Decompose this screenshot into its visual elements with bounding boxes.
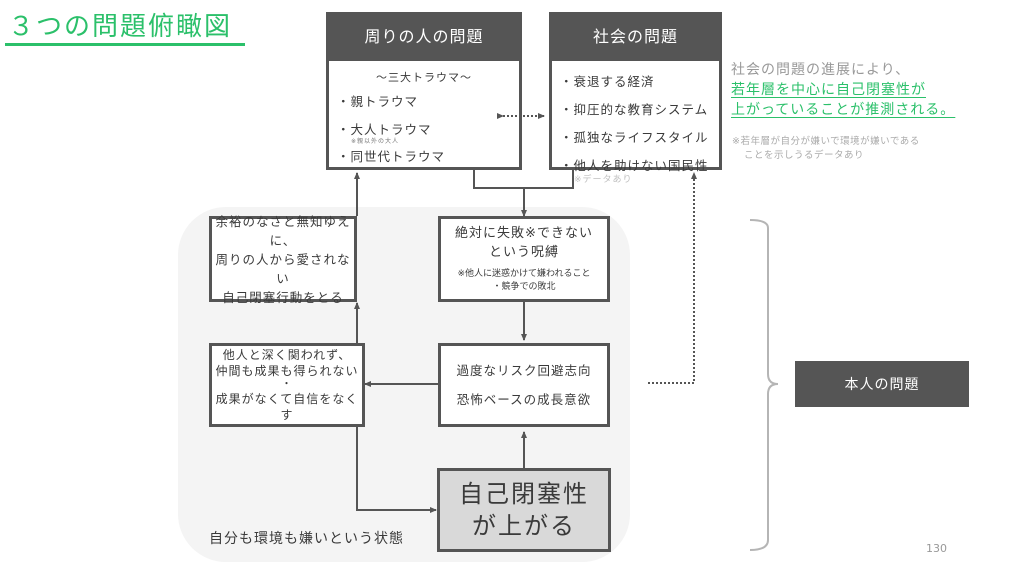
brace-icon [749,219,779,551]
title-underline [5,43,245,46]
list-item: ・抑圧的な教育システム [560,102,709,117]
list-item: ・孤独なライフスタイル [560,130,709,145]
box-text: 余裕のなさと無知ゆえに、 [215,213,351,248]
list-item: ・他人を助けない国民性 [560,158,709,173]
others-problem-header: 周りの人の問題 [326,12,522,58]
box-text: 絶対に失敗※できない [455,226,593,241]
others-problem-box: ～三大トラウマ～ ・親トラウマ ・大人トラウマ ※親以外の大人 ・同世代トラウマ [326,58,522,170]
page-title: ３つの問題俯瞰図 [8,12,233,42]
result-box: 自己閉塞性 が上がる [437,468,611,552]
society-problem-header: 社会の問題 [549,12,722,58]
box-note: ・競争での敗北 [492,282,556,292]
dotted-link-risk-to-society [648,172,697,384]
arrow-isolation-to-result [356,427,437,513]
society-problem-box: ・衰退する経済 ・抑圧的な教育システム ・孤独なライフスタイル ・他人を助けない… [549,58,722,185]
list-item-note: ※親以外の大人 [351,138,400,145]
result-text: 自己閉塞性 [459,480,589,508]
state-label: 自分も環境も嫌いという状態 [209,531,404,547]
list-item: ・大人トラウマ [337,122,432,137]
page-number: 130 [926,542,947,555]
self-problem-label: 本人の問題 [795,361,969,407]
merge-connector [473,170,574,189]
box-text: 仲間も成果も得られない [215,364,359,378]
box-text: 成果がなくて自信をなくす [215,392,359,422]
curse-box: 絶対に失敗※できない という呪縛 ※他人に迷惑かけて嫌われること ・競争での敗北 [438,216,610,302]
box-text: 周りの人から愛されない [215,251,351,286]
box-text: という呪縛 [488,245,559,260]
box-note: ※他人に迷惑かけて嫌われること [457,269,591,279]
footnote-line: ことを示しうるデータあり [744,150,865,161]
box-text: ・ [281,379,293,390]
others-problem-list: ・親トラウマ ・大人トラウマ ※親以外の大人 ・同世代トラウマ [337,91,445,174]
side-note-highlight: 上がっていることが推測される。 [731,102,956,118]
box-text: 恐怖ベースの成長意欲 [456,392,592,407]
list-item: ・衰退する経済 [560,74,655,89]
result-text: が上がる [472,512,576,540]
box-text: 過度なリスク回避志向 [456,363,592,378]
isolation-box: 他人と深く関われず、 仲間も成果も得られない ・ 成果がなくて自信をなくす [209,343,365,427]
list-item-note: ※データあり [574,175,633,185]
side-note-highlight: 若年層を中心に自己閉塞性が [731,82,926,98]
risk-box: 過度なリスク回避志向 恐怖ベースの成長意欲 [438,343,610,427]
side-footnote: ※若年層が自分が嫌いで環境が嫌いである ことを示しうるデータあり [732,135,920,163]
trauma-subtitle: ～三大トラウマ～ [376,71,472,84]
footnote-line: ※若年層が自分が嫌いで環境が嫌いである [732,136,920,147]
box-text: 他人と深く関われず、 [222,348,352,362]
society-problem-list: ・衰退する経済 ・抑圧的な教育システム ・孤独なライフスタイル ・他人を助けない… [560,71,709,194]
side-note-line: 社会の問題の進展により、 [731,62,911,78]
list-item: ・同世代トラウマ [337,149,446,164]
side-note: 社会の問題の進展により、 若年層を中心に自己閉塞性が 上がっていることが推測され… [731,60,955,120]
box-text: 自己閉塞行動をとる [222,289,344,305]
behavior-box: 余裕のなさと無知ゆえに、 周りの人から愛されない 自己閉塞行動をとる [209,214,357,305]
list-item: ・親トラウマ [337,94,419,109]
